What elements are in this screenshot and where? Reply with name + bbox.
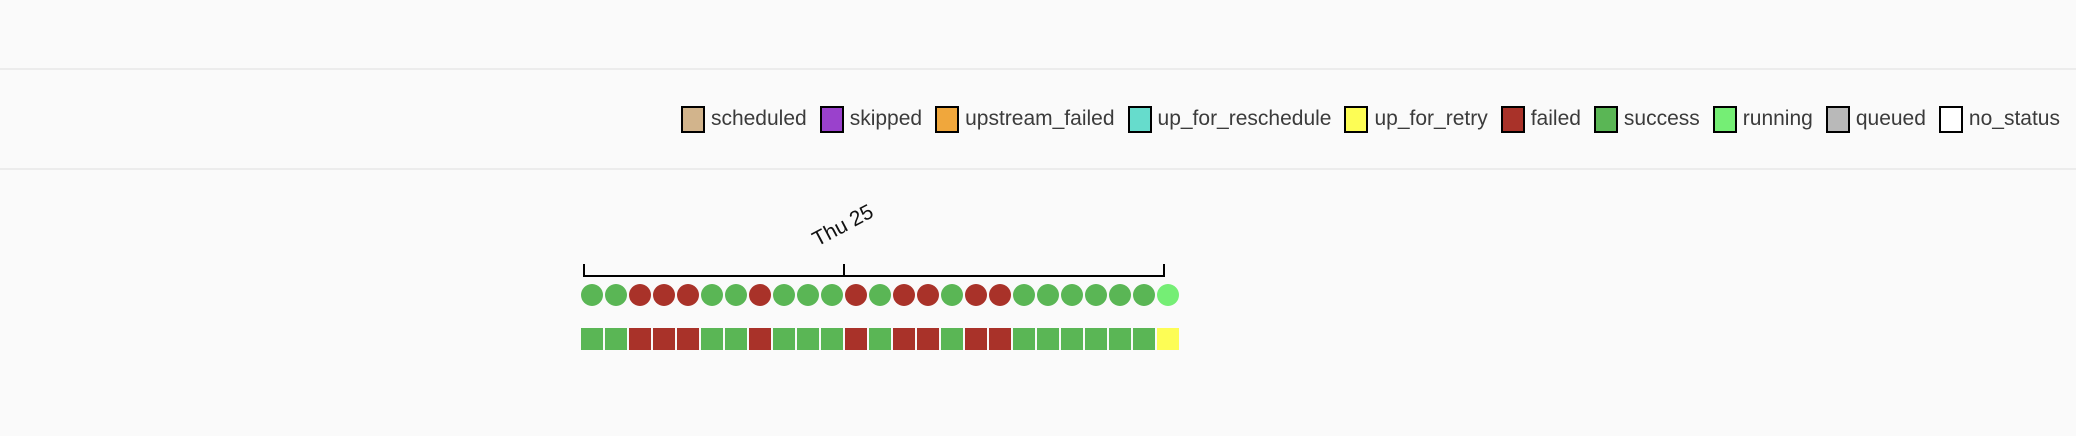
legend-item-failed: failed: [1500, 105, 1581, 133]
task-instance-square-success[interactable]: [1133, 328, 1155, 350]
up_for_reschedule-swatch-icon: [1127, 105, 1152, 133]
state-legend: scheduled skipped upstream_failed up_for_re…: [680, 105, 2060, 133]
task-instance-square-failed[interactable]: [629, 328, 651, 350]
legend-item-up_for_reschedule: up_for_reschedule: [1127, 105, 1332, 133]
dag-run-circle-success[interactable]: [581, 284, 603, 306]
legend-label: no_status: [1968, 107, 2060, 130]
task-instance-square-success[interactable]: [1037, 328, 1059, 350]
dag-run-circle-running[interactable]: [1157, 284, 1179, 306]
dag-run-circle-success[interactable]: [821, 284, 843, 306]
legend-item-upstream_failed: upstream_failed: [935, 105, 1115, 133]
task-instances-row: [581, 328, 1179, 350]
legend-label: queued: [1855, 107, 1926, 130]
legend-item-success: success: [1593, 105, 1700, 133]
dag-run-circle-success[interactable]: [773, 284, 795, 306]
dag-run-circle-success[interactable]: [1037, 284, 1059, 306]
legend-label: running: [1742, 107, 1813, 130]
legend-item-queued: queued: [1825, 105, 1926, 133]
dag-run-circle-success[interactable]: [1013, 284, 1035, 306]
no_status-swatch-icon: [1938, 105, 1963, 133]
task-instance-square-success[interactable]: [1085, 328, 1107, 350]
state-legend-bar: scheduled skipped upstream_failed up_for_re…: [0, 70, 2076, 170]
task-instance-square-success[interactable]: [605, 328, 627, 350]
date-axis-tick: [583, 264, 585, 277]
legend-label: scheduled: [710, 107, 807, 130]
date-axis-line: [583, 275, 1165, 277]
legend-label: failed: [1530, 107, 1581, 130]
dag-run-circle-success[interactable]: [1109, 284, 1131, 306]
running-swatch-icon: [1712, 105, 1737, 133]
task-instance-square-failed[interactable]: [893, 328, 915, 350]
dag-run-circle-failed[interactable]: [893, 284, 915, 306]
task-instance-square-success[interactable]: [773, 328, 795, 350]
task-instance-square-success[interactable]: [821, 328, 843, 350]
task-instance-square-failed[interactable]: [677, 328, 699, 350]
dag-run-circle-success[interactable]: [797, 284, 819, 306]
legend-label: success: [1623, 107, 1700, 130]
legend-item-scheduled: scheduled: [680, 105, 807, 133]
task-instance-square-failed[interactable]: [749, 328, 771, 350]
task-instance-square-success[interactable]: [581, 328, 603, 350]
task-instance-square-success[interactable]: [701, 328, 723, 350]
dag-run-circle-failed[interactable]: [677, 284, 699, 306]
task-instance-square-success[interactable]: [797, 328, 819, 350]
task-instance-square-failed[interactable]: [917, 328, 939, 350]
task-instance-square-failed[interactable]: [845, 328, 867, 350]
legend-label: up_for_retry: [1374, 107, 1488, 130]
dag-runs-row: [581, 284, 1179, 306]
task-instance-square-success[interactable]: [869, 328, 891, 350]
failed-swatch-icon: [1500, 105, 1525, 133]
dag-run-circle-failed[interactable]: [989, 284, 1011, 306]
dag-run-circle-success[interactable]: [701, 284, 723, 306]
dag-run-circle-failed[interactable]: [749, 284, 771, 306]
dag-run-circle-success[interactable]: [941, 284, 963, 306]
dag-run-circle-success[interactable]: [869, 284, 891, 306]
top-bar: [0, 0, 2076, 70]
dag-run-circle-success[interactable]: [605, 284, 627, 306]
dag-run-circle-success[interactable]: [725, 284, 747, 306]
date-axis-tick-label: Thu 25: [808, 200, 878, 252]
task-instance-square-success[interactable]: [941, 328, 963, 350]
legend-item-no_status: no_status: [1938, 105, 2060, 133]
scheduled-swatch-icon: [680, 105, 705, 133]
dag-run-circle-failed[interactable]: [965, 284, 987, 306]
queued-swatch-icon: [1825, 105, 1850, 133]
task-instance-square-success[interactable]: [725, 328, 747, 350]
date-axis-tick: [1163, 264, 1165, 277]
upstream_failed-swatch-icon: [935, 105, 960, 133]
dag-run-circle-failed[interactable]: [653, 284, 675, 306]
dag-run-circle-success[interactable]: [1133, 284, 1155, 306]
task-instance-square-failed[interactable]: [989, 328, 1011, 350]
task-instance-square-up_for_retry[interactable]: [1157, 328, 1179, 350]
legend-item-running: running: [1712, 105, 1813, 133]
legend-label: up_for_reschedule: [1157, 107, 1332, 130]
legend-item-up_for_retry: up_for_retry: [1344, 105, 1488, 133]
dag-run-circle-success[interactable]: [1061, 284, 1083, 306]
dag-run-circle-failed[interactable]: [917, 284, 939, 306]
dag-run-circle-failed[interactable]: [629, 284, 651, 306]
task-instance-square-failed[interactable]: [965, 328, 987, 350]
skipped-swatch-icon: [819, 105, 844, 133]
task-instance-square-success[interactable]: [1061, 328, 1083, 350]
legend-label: upstream_failed: [965, 107, 1115, 130]
dag-run-circle-success[interactable]: [1085, 284, 1107, 306]
dag-run-circle-failed[interactable]: [845, 284, 867, 306]
success-swatch-icon: [1593, 105, 1618, 133]
task-instance-square-success[interactable]: [1013, 328, 1035, 350]
tree-chart-area: Thu 25: [0, 170, 2076, 436]
date-axis-tick: [843, 264, 845, 277]
legend-item-skipped: skipped: [819, 105, 923, 133]
task-instance-square-success[interactable]: [1109, 328, 1131, 350]
legend-label: skipped: [849, 107, 923, 130]
task-instance-square-failed[interactable]: [653, 328, 675, 350]
up_for_retry-swatch-icon: [1344, 105, 1369, 133]
